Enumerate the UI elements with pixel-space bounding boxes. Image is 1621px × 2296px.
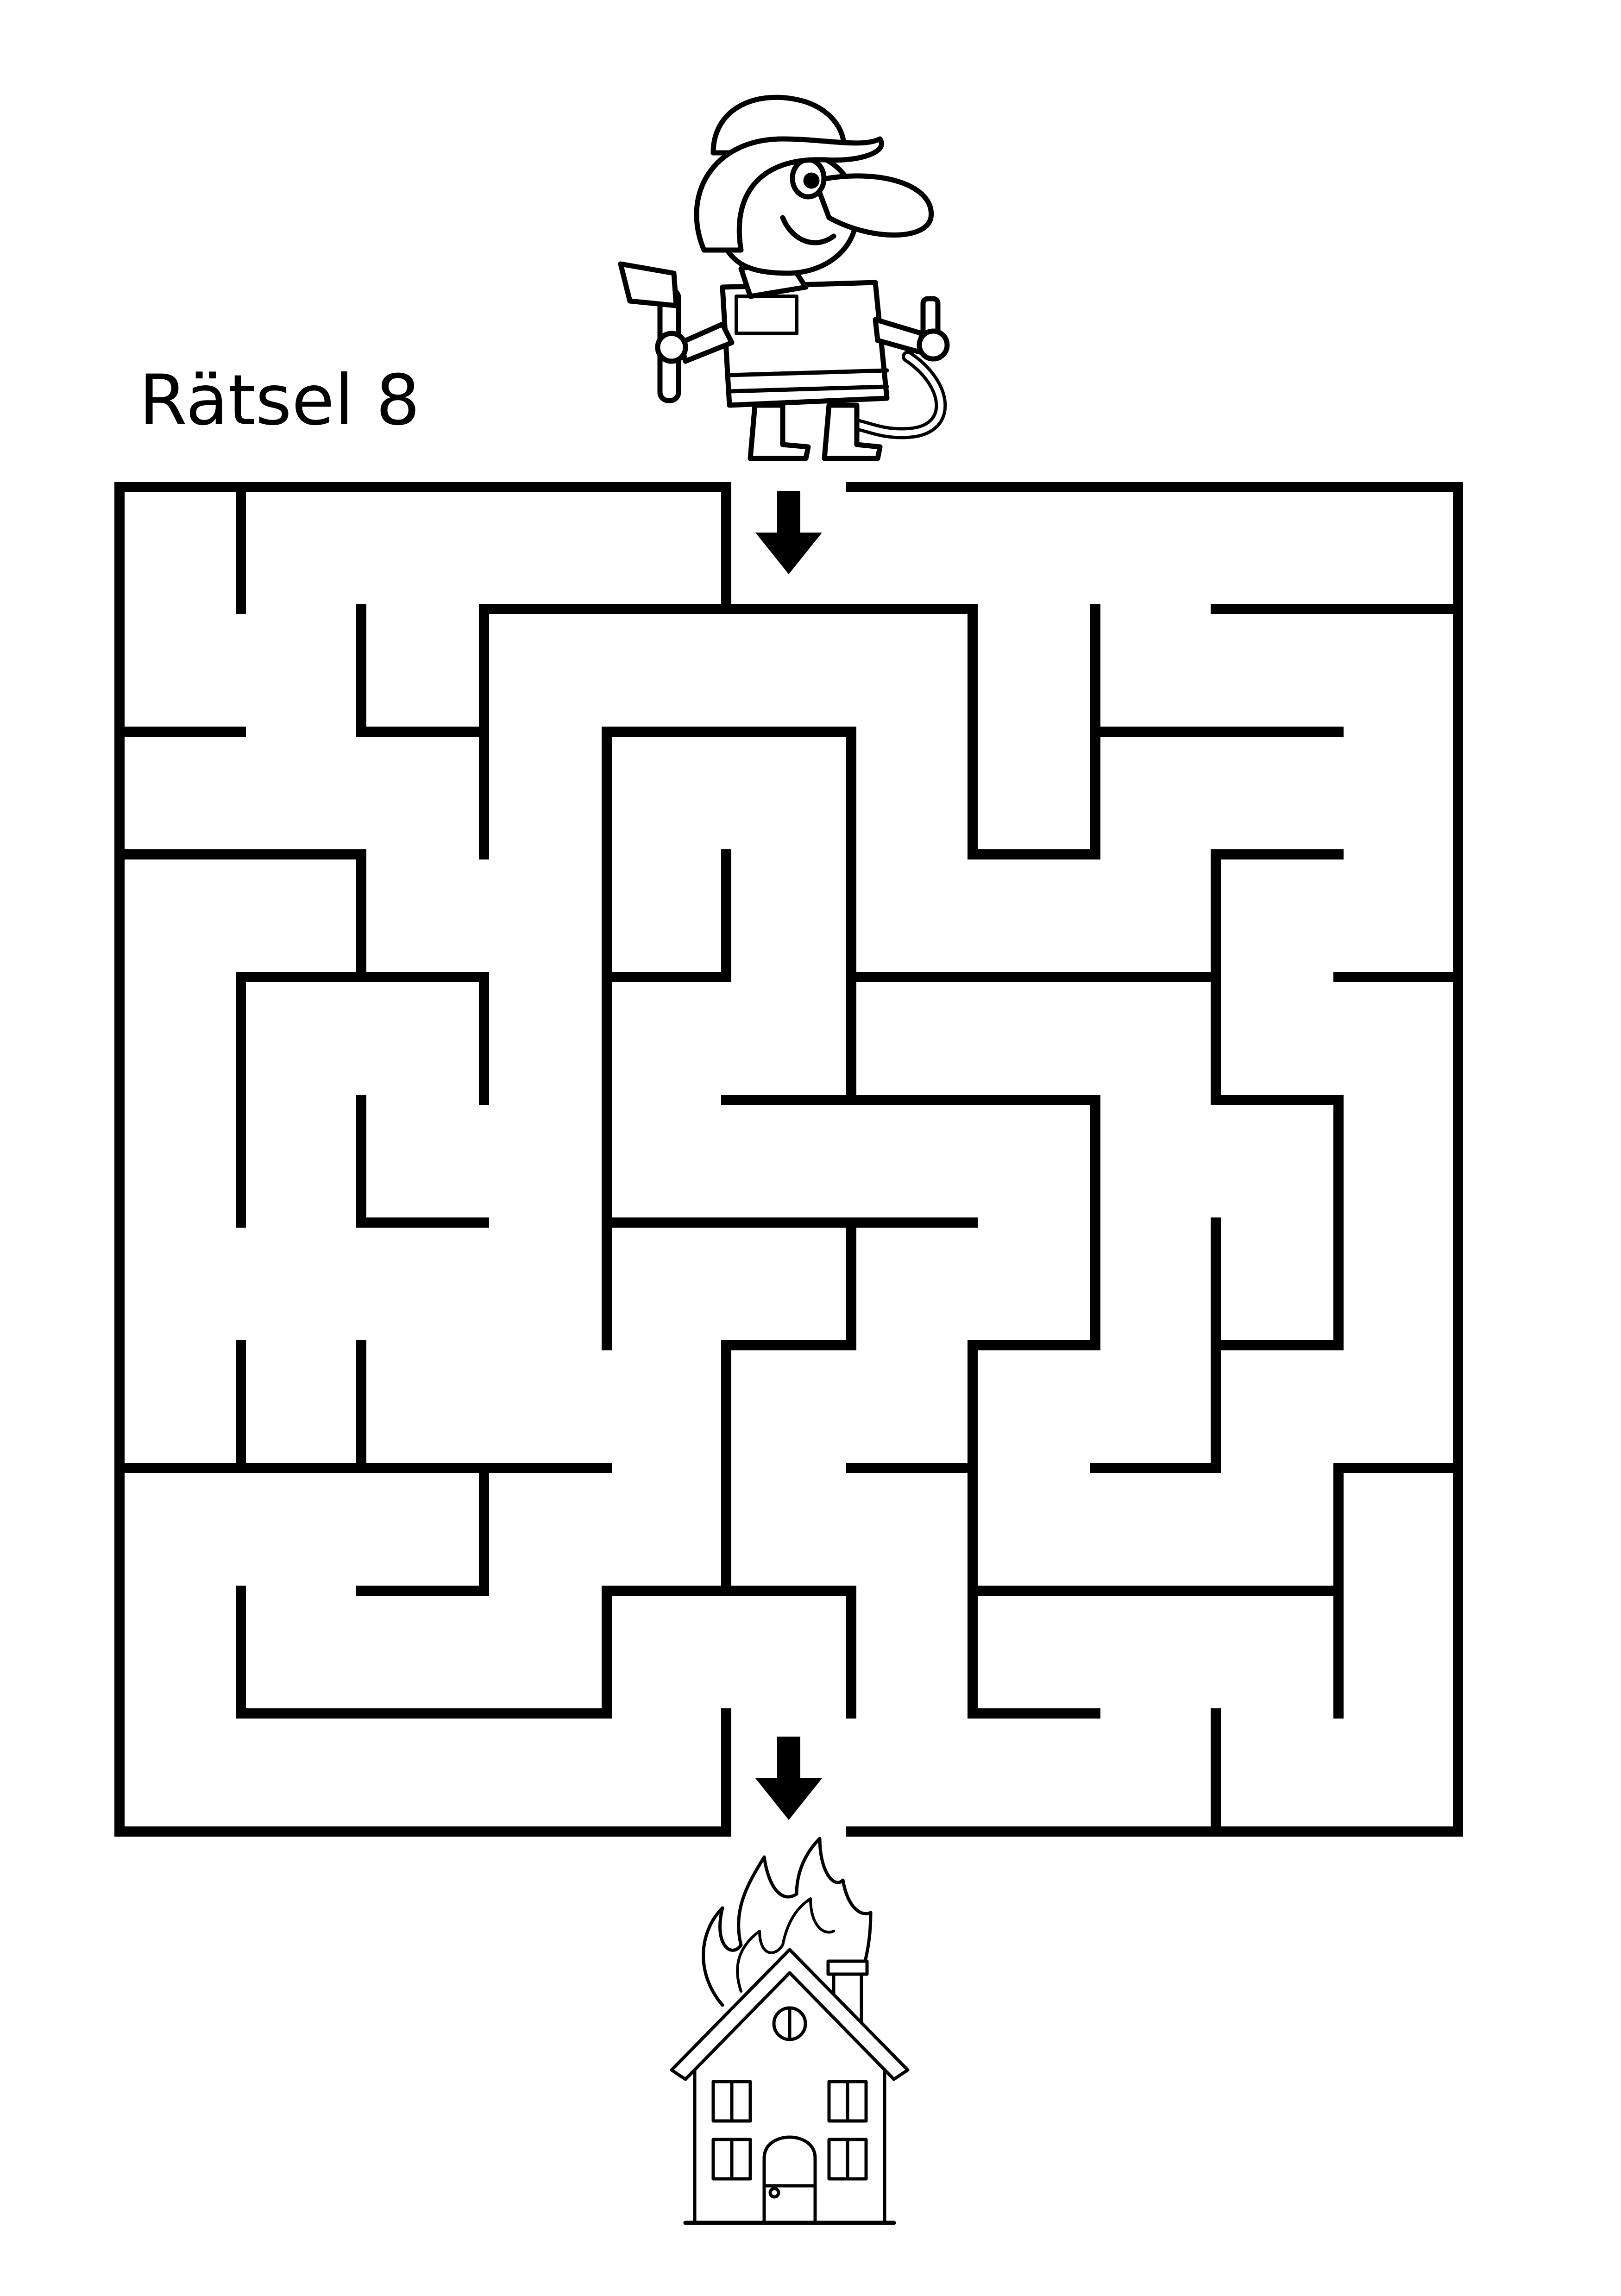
firefighter-icon (618, 94, 950, 461)
finish-arrow-icon (755, 1737, 822, 1820)
burning-house-icon (670, 1837, 910, 2225)
start-arrow-icon (755, 491, 822, 574)
maze-walls (114, 482, 1463, 1837)
puzzle-title: Rätsel 8 (139, 360, 420, 441)
